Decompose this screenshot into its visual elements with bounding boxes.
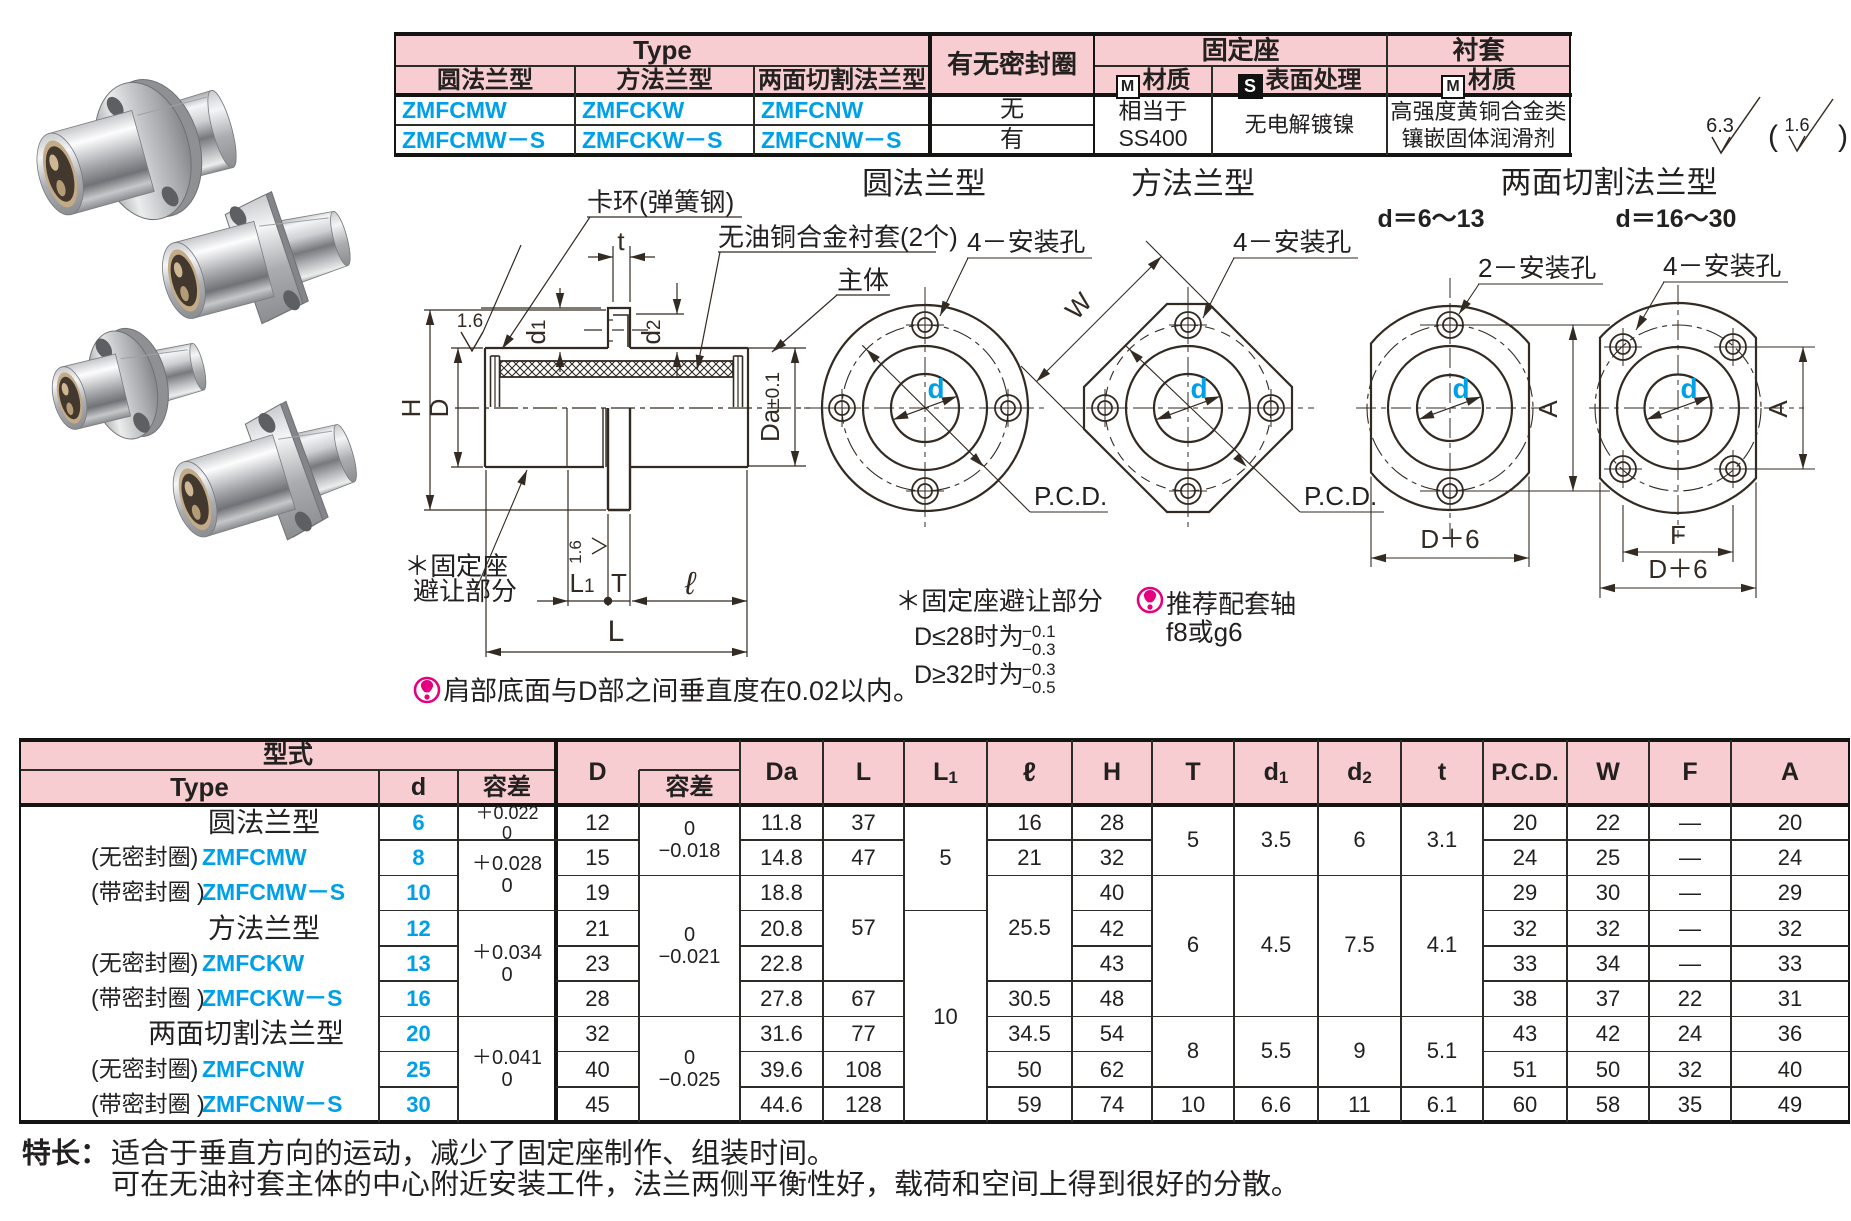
svg-text:4－安装孔: 4－安装孔 — [1233, 227, 1351, 257]
svg-text:方法兰型: 方法兰型 — [1131, 166, 1255, 201]
svg-text:P.C.D.: P.C.D. — [1034, 481, 1107, 511]
svg-text:H: H — [396, 399, 426, 418]
svg-text:d: d — [1190, 373, 1207, 404]
svg-text:L: L — [608, 615, 625, 648]
svg-text:−0.3: −0.3 — [1022, 660, 1056, 679]
svg-text:1.6: 1.6 — [457, 311, 483, 332]
svg-text:d2: d2 — [636, 319, 666, 344]
svg-text:4－安装孔: 4－安装孔 — [967, 227, 1085, 257]
svg-text:d＝16～30: d＝16～30 — [1616, 205, 1737, 233]
svg-text:D≥32时为: D≥32时为 — [914, 661, 1024, 689]
svg-text:d1: d1 — [521, 319, 551, 344]
svg-text:f8或g6: f8或g6 — [1166, 617, 1243, 647]
svg-text:＊固定座避让部分: ＊固定座避让部分 — [895, 586, 1103, 616]
svg-text:W: W — [1059, 286, 1098, 325]
svg-text:d: d — [1680, 373, 1697, 404]
svg-text:推荐配套轴: 推荐配套轴 — [1166, 589, 1296, 619]
svg-text:1.6: 1.6 — [1784, 115, 1809, 135]
svg-text:两面切割法兰型: 两面切割法兰型 — [1501, 165, 1718, 200]
svg-text:F: F — [1670, 520, 1686, 550]
svg-text:ℓ: ℓ — [684, 565, 697, 601]
svg-text:6.3: 6.3 — [1706, 115, 1734, 137]
svg-text:Da±0.1: Da±0.1 — [755, 372, 785, 442]
svg-text:无油铜合金衬套(2个): 无油铜合金衬套(2个) — [718, 222, 958, 252]
svg-text:2－安装孔: 2－安装孔 — [1478, 253, 1596, 283]
svg-text:−0.5: −0.5 — [1022, 678, 1056, 697]
svg-text:): ) — [1838, 120, 1848, 153]
svg-text:卡环(弹簧钢): 卡环(弹簧钢) — [587, 187, 734, 217]
svg-text:T: T — [611, 568, 627, 598]
svg-text:D≤28时为: D≤28时为 — [914, 623, 1024, 651]
svg-text:d: d — [927, 373, 944, 404]
svg-text:P.C.D.: P.C.D. — [1304, 481, 1377, 511]
svg-text:A: A — [1533, 400, 1563, 418]
svg-text:主体: 主体 — [837, 265, 889, 295]
svg-text:L1: L1 — [569, 568, 594, 598]
svg-text:肩部底面与D部之间垂直度在0.02以内。: 肩部底面与D部之间垂直度在0.02以内。 — [443, 676, 920, 706]
svg-text:−0.3: −0.3 — [1022, 640, 1056, 659]
svg-text:D: D — [424, 399, 454, 418]
svg-text:D＋6: D＋6 — [1648, 554, 1707, 584]
svg-text:(: ( — [1768, 120, 1778, 153]
svg-text:避让部分: 避让部分 — [413, 576, 517, 606]
svg-text:−0.1: −0.1 — [1022, 622, 1056, 641]
svg-text:4－安装孔: 4－安装孔 — [1663, 251, 1781, 281]
svg-text:圆法兰型: 圆法兰型 — [862, 166, 986, 201]
svg-text:d＝6～13: d＝6～13 — [1378, 205, 1485, 233]
svg-text:d: d — [1452, 373, 1469, 404]
svg-text:t: t — [617, 226, 625, 256]
svg-text:A: A — [1763, 400, 1793, 418]
svg-text:1.6: 1.6 — [566, 540, 585, 564]
svg-text:D＋6: D＋6 — [1420, 524, 1479, 554]
